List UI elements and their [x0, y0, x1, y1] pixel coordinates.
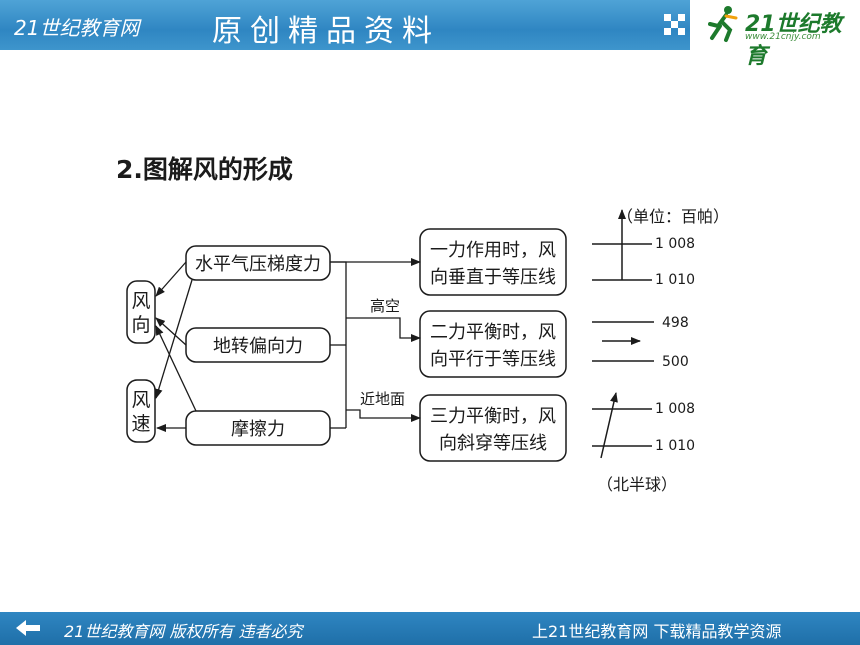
connector-pressure-branch — [330, 261, 347, 428]
isobar-label-500: 500 — [662, 354, 689, 370]
wind-arrow-oblique — [600, 392, 618, 459]
pressure-gradient-label: 水平气压梯度力 — [195, 254, 321, 275]
isobar-label-1008-a: 1 008 — [655, 236, 695, 252]
isobar-label-1008-b: 1 008 — [655, 401, 695, 417]
connector-to-two — [346, 317, 421, 342]
isobar-label-1010-b: 1 010 — [655, 438, 695, 454]
near-ground-label: 近地面 — [360, 390, 405, 408]
wind-speed-box — [126, 379, 156, 443]
checker-icon — [664, 14, 685, 35]
high-altitude-label: 高空 — [370, 297, 400, 315]
one-force-line-2: 向垂直于等压线 — [430, 267, 556, 288]
friction-label: 摩擦力 — [231, 419, 285, 440]
one-force-box — [419, 228, 567, 296]
coriolis-label: 地转偏向力 — [213, 336, 303, 357]
footer-bar: 21世纪教育网 版权所有 违者必究 上21世纪教育网 下载精品教学资源 — [0, 612, 860, 645]
three-force-box — [419, 394, 567, 462]
header-bar: 21世纪教育网 原创精品资料 21世纪教育 www.21cnjy.com — [0, 0, 860, 69]
header-slogan: 原创精品资料 — [212, 14, 440, 49]
arrow-pressure-to-speed — [154, 279, 193, 399]
back-arrow-icon[interactable] — [14, 618, 42, 638]
isobar-label-498: 498 — [662, 315, 689, 331]
footer-slogan: 上21世纪教育网 下载精品教学资源 — [532, 622, 782, 641]
logo-url: www.21cnjy.com — [745, 32, 821, 42]
pressure-gradient-box — [185, 245, 331, 281]
arrow-pressure-to-direction — [155, 261, 187, 297]
arrow-coriolis-to-direction — [155, 317, 187, 346]
arrow-friction-to-direction — [155, 325, 197, 412]
wind-speed-label-2: 速 — [131, 413, 150, 435]
wind-direction-label-2: 向 — [131, 314, 150, 336]
isobar-label-1010-a: 1 010 — [655, 272, 695, 288]
two-force-line-2: 向平行于等压线 — [430, 349, 556, 370]
two-force-line-1: 二力平衡时，风 — [430, 322, 556, 343]
wind-direction-box — [126, 280, 156, 344]
wind-speed-label-1: 风 — [131, 389, 150, 411]
wind-direction-label-1: 风 — [131, 290, 150, 312]
diagram-title: 2.图解风的形成 — [116, 155, 293, 184]
site-name: 21世纪教育网 — [14, 16, 140, 40]
three-force-line-2: 向斜穿等压线 — [439, 433, 547, 454]
footer-copyright: 21世纪教育网 版权所有 违者必究 — [64, 622, 303, 641]
three-force-line-1: 三力平衡时，风 — [430, 406, 556, 427]
two-force-box — [419, 310, 567, 378]
runner-logo-icon — [708, 6, 738, 42]
hemisphere-label: （北半球） — [597, 475, 677, 494]
unit-label: （单位：百帕） — [617, 207, 729, 226]
logo-text: 21世纪教育 — [745, 12, 842, 69]
one-force-line-1: 一力作用时，风 — [430, 240, 556, 261]
connector-to-three — [346, 409, 421, 422]
